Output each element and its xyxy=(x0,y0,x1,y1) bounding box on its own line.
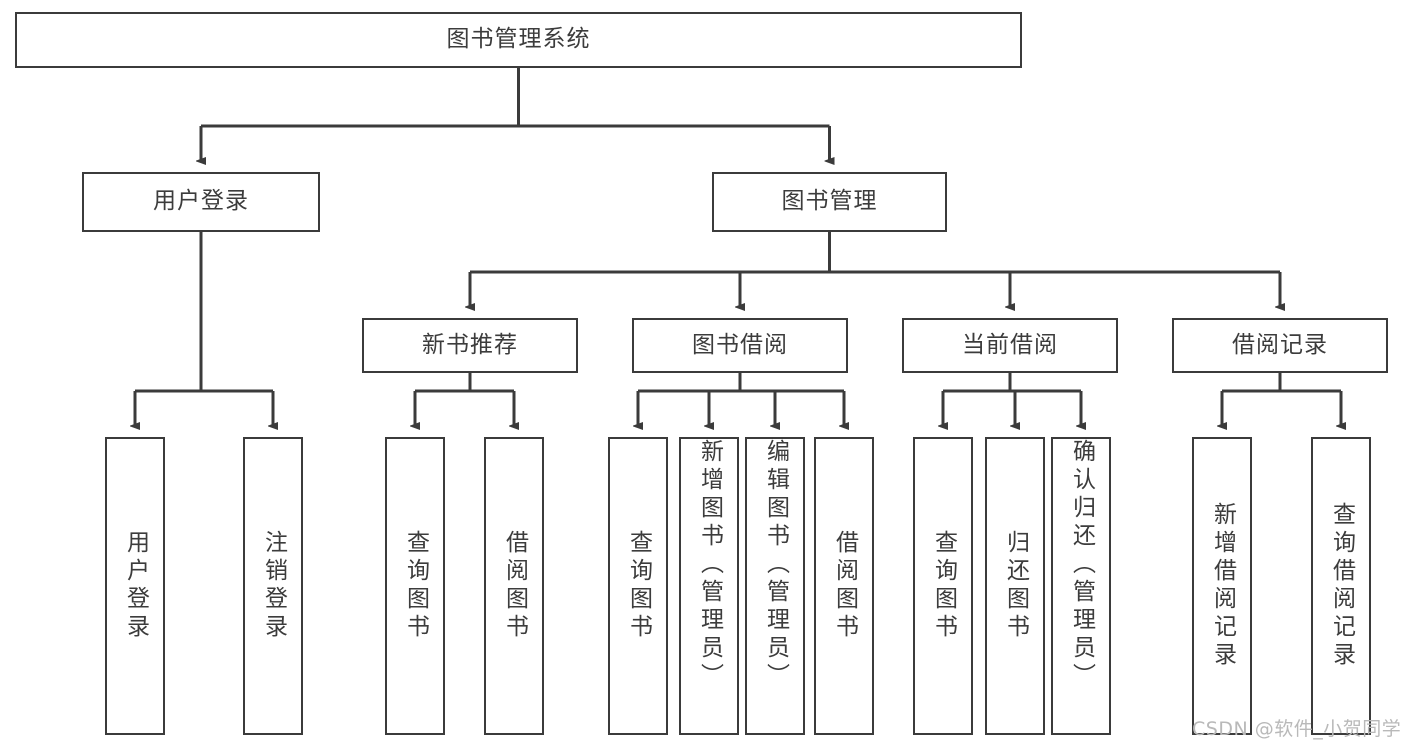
node-label: 借阅记录 xyxy=(1232,331,1328,358)
node-label: 借阅图书 xyxy=(831,530,858,642)
node-label: 归还图书 xyxy=(1002,530,1029,642)
node-b4[interactable]: 借阅图书 xyxy=(814,437,874,735)
node-l2[interactable]: 注销登录 xyxy=(243,437,303,735)
node-newbook[interactable]: 新书推荐 xyxy=(362,318,578,373)
node-b1[interactable]: 查询图书 xyxy=(608,437,668,735)
node-b3[interactable]: 编辑图书（管理员） xyxy=(745,437,805,735)
node-c1[interactable]: 查询图书 xyxy=(913,437,973,735)
node-label: 当前借阅 xyxy=(962,331,1058,358)
node-l1[interactable]: 用户登录 xyxy=(105,437,165,735)
node-r1[interactable]: 新增借阅记录 xyxy=(1192,437,1252,735)
node-label: 图书管理 xyxy=(781,188,878,215)
node-borrow[interactable]: 图书借阅 xyxy=(632,318,848,373)
node-login[interactable]: 用户登录 xyxy=(82,172,320,232)
node-label: 新增图书（管理员） xyxy=(696,439,723,691)
node-records[interactable]: 借阅记录 xyxy=(1172,318,1388,373)
csdn-watermark: CSDN @软件_小贺同学 xyxy=(1192,718,1402,740)
node-c2[interactable]: 归还图书 xyxy=(985,437,1045,735)
node-label: 编辑图书（管理员） xyxy=(762,439,789,691)
node-label: 新书推荐 xyxy=(422,331,518,358)
node-b2[interactable]: 新增图书（管理员） xyxy=(679,437,739,735)
node-label: 查询图书 xyxy=(402,530,429,642)
node-label: 借阅图书 xyxy=(501,530,528,642)
node-n2[interactable]: 借阅图书 xyxy=(484,437,544,735)
node-label: 查询图书 xyxy=(930,530,957,642)
node-label: 用户登录 xyxy=(122,530,149,642)
node-current[interactable]: 当前借阅 xyxy=(902,318,1118,373)
node-label: 新增借阅记录 xyxy=(1209,502,1236,670)
node-root[interactable]: 图书管理系统 xyxy=(15,12,1022,68)
node-label: 图书管理系统 xyxy=(446,26,591,53)
node-label: 用户登录 xyxy=(153,188,249,215)
node-label: 查询借阅记录 xyxy=(1328,502,1355,670)
node-label: 查询图书 xyxy=(625,530,652,642)
node-bookmgmt[interactable]: 图书管理 xyxy=(712,172,947,232)
node-n1[interactable]: 查询图书 xyxy=(385,437,445,735)
node-label: 注销登录 xyxy=(260,530,287,642)
node-r2[interactable]: 查询借阅记录 xyxy=(1311,437,1371,735)
node-label: 图书借阅 xyxy=(692,331,788,358)
node-label: 确认归还（管理员） xyxy=(1068,439,1095,691)
node-c3[interactable]: 确认归还（管理员） xyxy=(1051,437,1111,735)
